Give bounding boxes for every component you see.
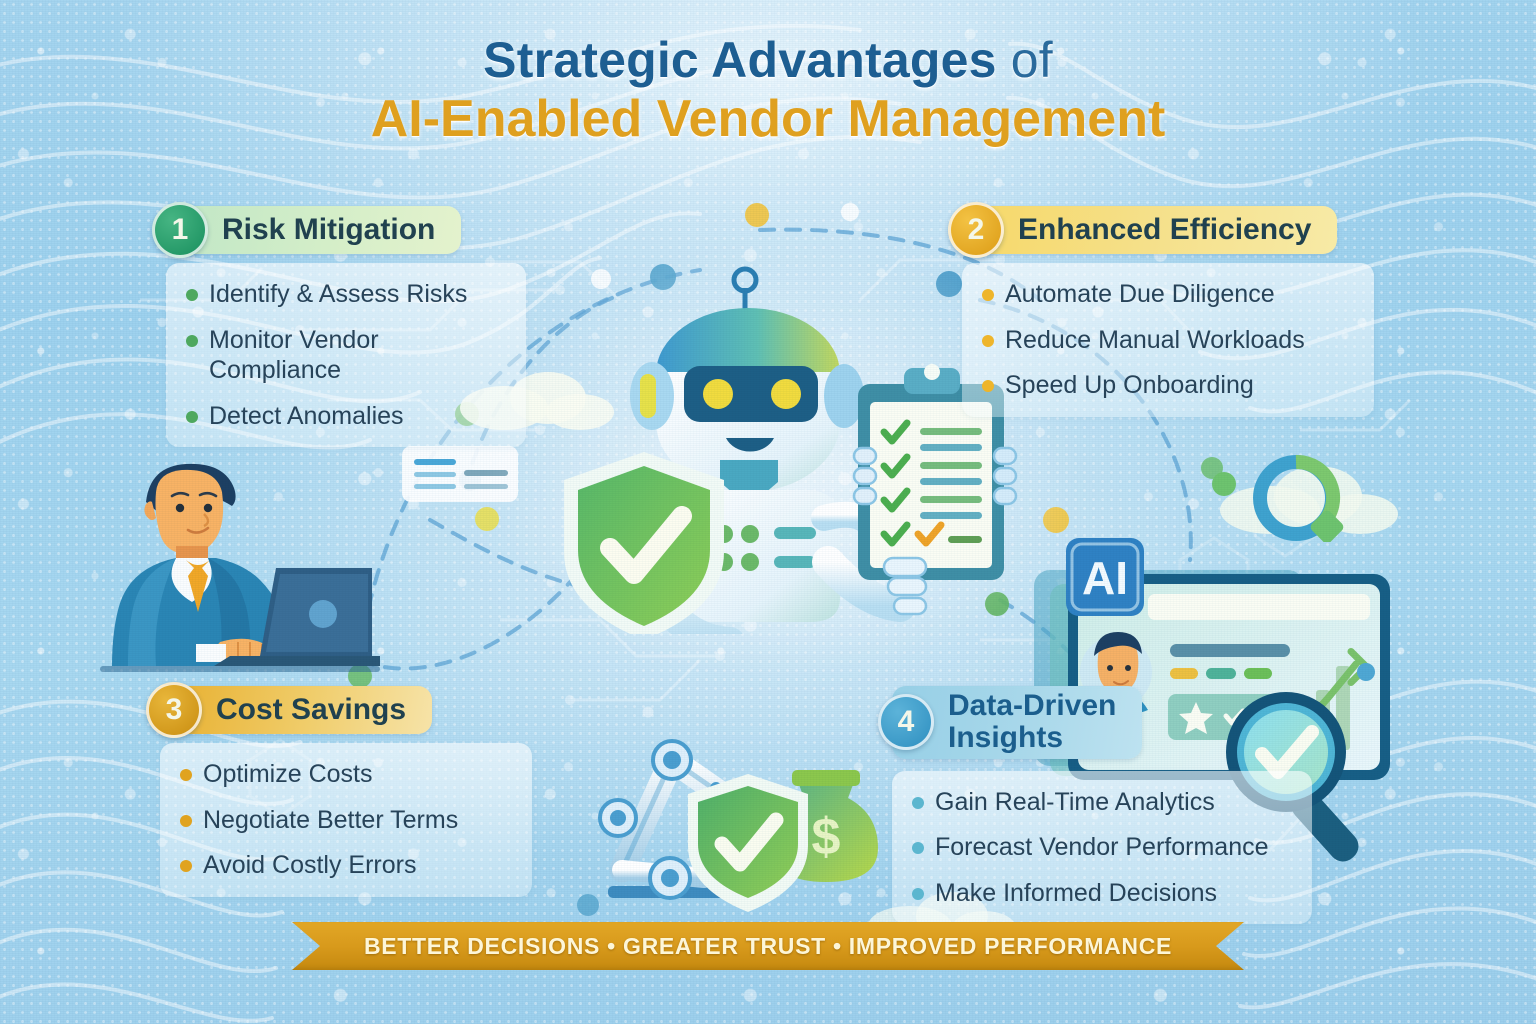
title-line-2: AI-Enabled Vendor Management xyxy=(370,90,1166,148)
section-header-2[interactable]: 2 Enhanced Efficiency xyxy=(948,202,1338,258)
section-heading-3: Cost Savings xyxy=(216,692,407,726)
title-strong: Strategic Advantages xyxy=(483,32,997,88)
bullet-label: Make Informed Decisions xyxy=(935,878,1218,907)
bullet-label: Reduce Manual Workloads xyxy=(1005,325,1305,354)
section-number-badge-3: 3 xyxy=(146,682,202,738)
section-header-1[interactable]: 1 Risk Mitigation xyxy=(152,202,462,258)
bullet-label: Gain Real-Time Analytics xyxy=(935,787,1215,816)
section-number-badge-4: 4 xyxy=(878,694,934,751)
bullet-dot-icon xyxy=(912,842,924,855)
bullet-dot-icon xyxy=(982,334,994,347)
list-item: Speed Up Onboarding xyxy=(982,370,1352,401)
bullet-dot-icon xyxy=(186,289,198,301)
list-item: Forecast Vendor Performance xyxy=(912,832,1290,863)
section-card-risk-mitigation: 1 Risk Mitigation Identify & Assess Risk… xyxy=(152,202,526,447)
bullet-dot-icon xyxy=(180,814,192,827)
ribbon-shape xyxy=(292,922,1244,970)
list-item: Avoid Costly Errors xyxy=(180,850,510,881)
title-light: of xyxy=(996,32,1053,88)
bullet-label: Avoid Costly Errors xyxy=(203,851,417,879)
section-bullets-1: Identify & Assess Risks Monitor Vendor C… xyxy=(166,263,526,447)
bullet-label: Monitor Vendor Compliance xyxy=(209,325,379,385)
bullet-dot-icon xyxy=(912,887,924,900)
businessman-at-laptop-illustration xyxy=(100,463,380,672)
list-item: Negotiate Better Terms xyxy=(180,805,510,836)
list-item: Optimize Costs xyxy=(180,759,510,790)
bullet-dot-icon xyxy=(180,769,192,781)
section-header-3[interactable]: 3 Cost Savings xyxy=(146,682,433,738)
list-item: Make Informed Decisions xyxy=(912,878,1290,909)
section-bullets-3: Optimize Costs Negotiate Better Terms Av… xyxy=(160,743,532,897)
bullet-label: Optimize Costs xyxy=(203,760,373,788)
section-heading-4: Data-Driven Insights xyxy=(948,689,1117,755)
section-heading-1: Risk Mitigation xyxy=(222,212,436,246)
bullet-dot-icon xyxy=(912,796,924,809)
section-number-badge-1: 1 xyxy=(152,202,208,258)
section-header-4[interactable]: 4 Data-Driven Insights xyxy=(878,686,1143,759)
list-item: Reduce Manual Workloads xyxy=(982,325,1352,356)
bullet-label: Speed Up Onboarding xyxy=(1005,371,1254,399)
cloud-search-icon xyxy=(1212,455,1398,542)
bullet-label: Detect Anomalies xyxy=(209,401,404,430)
section-bullets-2: Automate Due Diligence Reduce Manual Wor… xyxy=(962,263,1374,417)
bullet-label: Automate Due Diligence xyxy=(1005,280,1275,308)
section-card-enhanced-efficiency: 2 Enhanced Efficiency Automate Due Dilig… xyxy=(948,202,1374,417)
page-title: Strategic Advantages of AI-Enabled Vendo… xyxy=(0,32,1536,148)
list-item: Monitor Vendor Compliance xyxy=(186,325,504,386)
section-heading-2: Enhanced Efficiency xyxy=(1018,212,1312,246)
list-item: Gain Real-Time Analytics xyxy=(912,787,1290,818)
bullet-label: Forecast Vendor Performance xyxy=(935,833,1269,862)
section-bullets-4: Gain Real-Time Analytics Forecast Vendor… xyxy=(892,770,1312,925)
list-item: Identify & Assess Risks xyxy=(186,279,504,310)
section-number-badge-2: 2 xyxy=(948,202,1004,258)
title-line-1: Strategic Advantages of xyxy=(0,32,1536,88)
ai-robot-illustration xyxy=(564,266,1018,634)
robot-arm-shield-money-illustration: $ xyxy=(598,739,878,912)
bottom-ribbon-banner: BETTER DECISIONS • GREATER TRUST • IMPRO… xyxy=(292,922,1244,970)
section-card-data-driven-insights: 4 Data-Driven Insights Gain Real-Time An… xyxy=(878,686,1312,925)
bullet-label: Negotiate Better Terms xyxy=(203,805,459,834)
bullet-dot-icon xyxy=(982,380,994,392)
bullet-dot-icon xyxy=(186,334,198,347)
list-item: Automate Due Diligence xyxy=(982,279,1352,310)
ai-badge-label: AI xyxy=(1082,552,1128,604)
section-card-cost-savings: 3 Cost Savings Optimize Costs Negotiate … xyxy=(146,682,532,897)
bullet-dot-icon xyxy=(186,410,198,423)
bullet-dot-icon xyxy=(180,860,192,872)
bullet-label: Identify & Assess Risks xyxy=(209,280,468,308)
bullet-dot-icon xyxy=(982,289,994,301)
money-bag-dollar: $ xyxy=(812,808,841,866)
ribbon-label: BETTER DECISIONS • GREATER TRUST • IMPRO… xyxy=(363,932,1173,959)
list-item: Detect Anomalies xyxy=(186,401,504,432)
